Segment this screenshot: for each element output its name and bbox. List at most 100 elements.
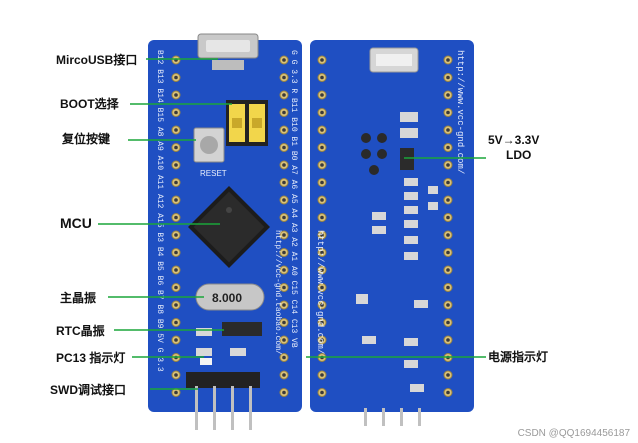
pin-drill <box>174 75 178 80</box>
back-url-taobao: http://www.vcc-gnd.com/ <box>315 230 325 354</box>
pin-drill <box>320 215 324 220</box>
pin-drill <box>174 268 178 272</box>
pin-drill <box>174 320 178 325</box>
front-url: http://vcc-gnd.taobao.com/ <box>273 230 282 355</box>
pin-drill <box>282 303 286 307</box>
right-pin-labels: G G 3.3 R B11 B10 B1 B0 A7 A6 A5 A4 A3 A… <box>289 50 298 348</box>
back-header-stubs <box>364 408 421 426</box>
crystal-value: 8.000 <box>212 291 242 305</box>
watermark: CSDN @QQ1694456187 <box>517 428 630 439</box>
pin-drill <box>174 338 178 342</box>
pin-drill <box>320 75 324 80</box>
pin-drill <box>320 285 324 290</box>
pin-drill <box>174 93 178 97</box>
leader-lines <box>98 58 486 390</box>
back-usb-shell <box>369 47 419 73</box>
rtc-crystal <box>222 322 262 336</box>
pin-drill <box>446 110 450 115</box>
label-main-crystal: 主晶振 <box>60 291 97 305</box>
small-component <box>230 348 246 356</box>
pin-drill <box>174 198 178 202</box>
pin-drill <box>446 233 450 237</box>
pin-drill <box>446 268 450 272</box>
pin-drill <box>282 198 286 202</box>
pin-drill <box>320 303 324 307</box>
pin-drill <box>320 320 324 325</box>
pin-drill <box>320 58 324 62</box>
pin-drill <box>174 180 178 185</box>
pin-drill <box>282 250 286 255</box>
pin-drill <box>320 198 324 202</box>
reset-button <box>193 127 225 163</box>
label-ldo-bottom: LDO <box>506 148 532 162</box>
pin-drill <box>446 145 450 150</box>
pin-drill <box>174 390 178 395</box>
pin-drill <box>282 163 286 167</box>
pin-drill <box>174 285 178 290</box>
pin-drill <box>320 93 324 97</box>
back-pcb <box>310 40 474 412</box>
pin-drill <box>282 390 286 395</box>
pin-drill <box>174 145 178 150</box>
boot-jumpers <box>226 100 268 146</box>
pin-drill <box>320 145 324 150</box>
left-pin-labels: B12 B13 B14 B15 A8 A9 A10 A11 A12 A15 B3… <box>155 50 164 372</box>
pin-drill <box>282 75 286 80</box>
pin-drill <box>320 110 324 115</box>
pin-drill <box>446 285 450 290</box>
pin-drill <box>282 58 286 62</box>
pin-drill <box>282 338 286 342</box>
pin-drill <box>174 128 178 132</box>
pin-drill <box>174 303 178 307</box>
back-url: http://www.vcc-gnd.com/ <box>455 50 465 174</box>
pin-drill <box>282 268 286 272</box>
pin-drill <box>446 163 450 167</box>
main-crystal: 8.000 <box>195 283 265 311</box>
pin-drill <box>320 338 324 342</box>
pc13-led <box>200 358 212 365</box>
pin-drill <box>174 233 178 237</box>
pin-drill <box>446 180 450 185</box>
pin-drill <box>446 198 450 202</box>
back-smd-parts <box>356 112 438 392</box>
back-pin-columns <box>317 55 453 397</box>
label-mcu: MCU <box>60 215 92 231</box>
pin-drill <box>446 75 450 80</box>
pin-drill <box>320 390 324 395</box>
pin-drill <box>320 233 324 237</box>
pin-drill <box>446 215 450 220</box>
pin-drill <box>174 250 178 255</box>
pin-drill <box>446 250 450 255</box>
microusb-connector <box>197 33 259 70</box>
small-component <box>196 348 212 356</box>
pin-drill <box>282 93 286 97</box>
label-pc13-led: PC13 指示灯 <box>56 351 126 365</box>
pin-drill <box>282 233 286 237</box>
pin-drill <box>446 93 450 97</box>
pin-drill <box>446 303 450 307</box>
swd-header <box>186 372 260 430</box>
label-reset-key: 复位按键 <box>62 132 111 146</box>
pin-drill <box>174 215 178 220</box>
pin-drill <box>446 338 450 342</box>
back-vias <box>361 133 387 175</box>
label-power-led: 电源指示灯 <box>488 350 549 364</box>
pin-drill <box>320 180 324 185</box>
pin-drill <box>282 215 286 220</box>
pin-drill <box>282 355 286 360</box>
pin-drill <box>282 110 286 115</box>
label-ldo-top: 5V→3.3V <box>488 133 540 147</box>
pin-drill <box>320 250 324 255</box>
pin-drill <box>446 373 450 377</box>
label-swd: SWD调试接口 <box>50 383 126 397</box>
label-boot: BOOT选择 <box>60 97 119 111</box>
pin-drill <box>446 58 450 62</box>
pin-drill <box>320 373 324 377</box>
small-component <box>196 328 212 336</box>
pin-drill <box>446 390 450 395</box>
reset-silk: RESET <box>200 169 227 178</box>
label-microusb: MircoUSB接口 <box>56 53 138 67</box>
pin-drill <box>446 128 450 132</box>
pin-drill <box>174 110 178 115</box>
